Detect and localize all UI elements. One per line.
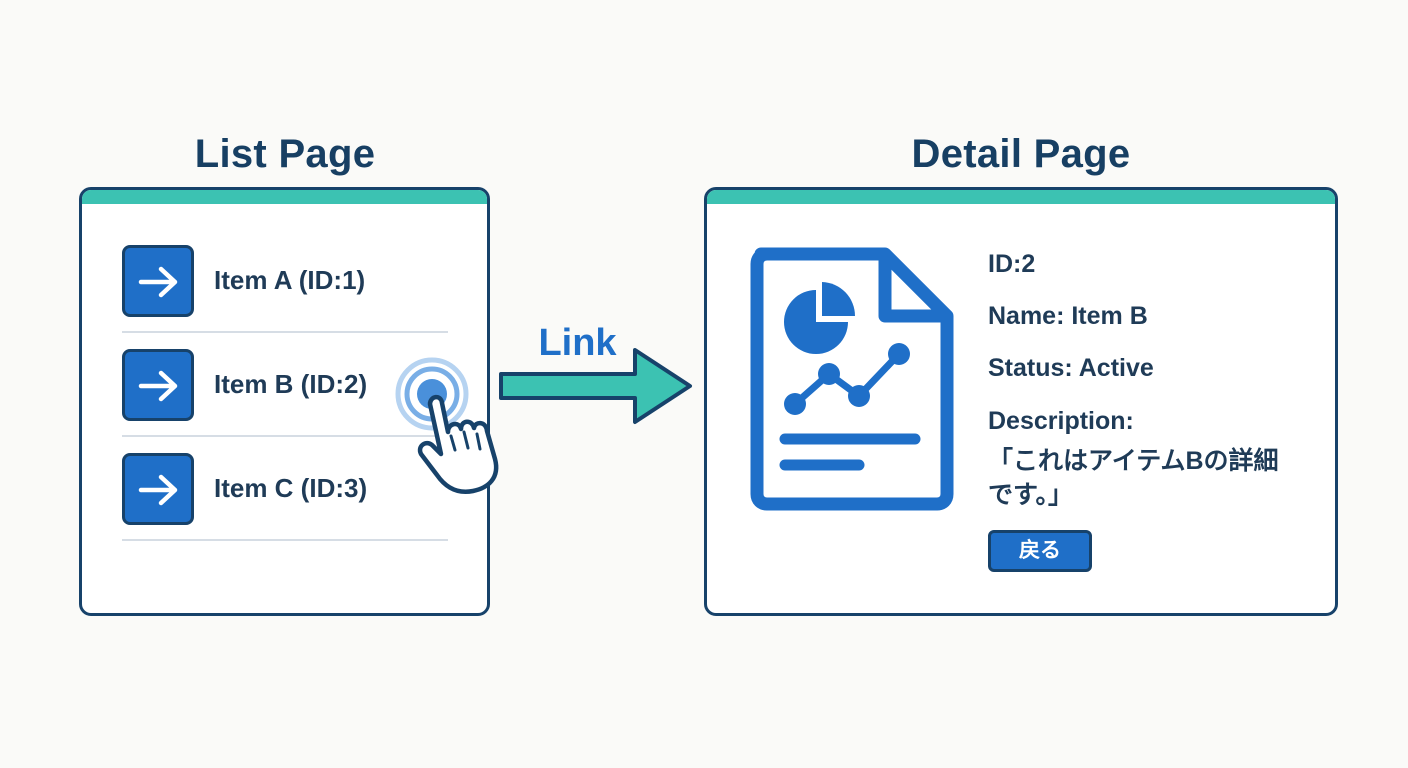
list-divider [122,435,448,437]
detail-description-label: Description: [988,407,1134,435]
list-item-a[interactable]: Item A (ID:1) [122,245,448,348]
list-page-title: List Page [194,132,376,176]
arrow-right-icon[interactable] [122,349,194,421]
detail-page-title: Detail Page [911,132,1131,176]
list-divider [122,539,448,541]
list-item-c[interactable]: Item C (ID:3) [122,453,448,556]
arrow-right-icon[interactable] [122,245,194,317]
list-item-label: Item A (ID:1) [214,265,366,295]
detail-description-text: 「これはアイテムBの詳細 [988,447,1279,475]
detail-status: Status: Active [988,354,1154,382]
detail-description-text-end: です。」 [988,481,1074,509]
detail-page-panel: ID:2 Name: Item B Status: Active Descrip… [704,187,1338,616]
pointing-hand-icon [395,357,499,494]
list-panel-header-bar [82,190,487,204]
detail-name: Name: Item B [988,302,1148,330]
list-item-label: Item C (ID:3) [214,473,368,503]
detail-id: ID:2 [988,250,1036,278]
back-button[interactable]: 戻る [988,530,1092,572]
link-arrow [499,348,692,424]
document-chart-icon [750,247,954,511]
list-item-b[interactable]: Item B (ID:2) [122,349,448,452]
link-label: Link [538,322,617,364]
list-divider [122,331,448,333]
arrow-right-icon[interactable] [122,453,194,525]
detail-panel-header-bar [707,190,1335,204]
list-item-label: Item B (ID:2) [214,369,368,399]
